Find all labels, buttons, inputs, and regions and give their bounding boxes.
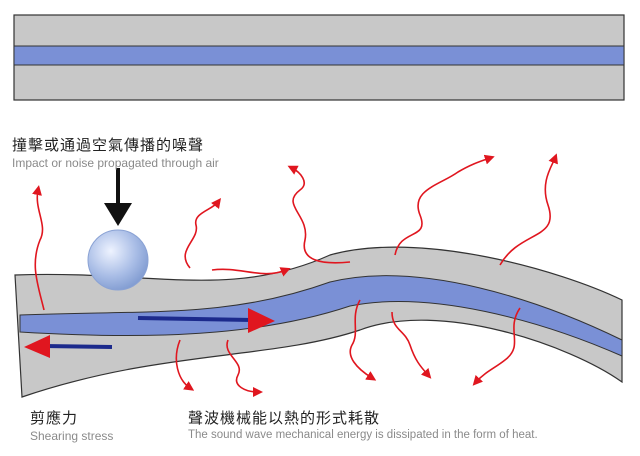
impact-label-en: Impact or noise propagated through air: [12, 156, 219, 170]
impact-source: [87, 168, 149, 291]
wavy-arrow-icon: [287, 165, 351, 264]
shear-label-zh: 剪應力: [30, 409, 79, 427]
shear-arrow-right: [137, 316, 253, 322]
shear-arrows: [24, 308, 275, 358]
wavy-arrow-icon: [472, 307, 521, 386]
impact-ball: [87, 229, 149, 291]
wavy-arrow-icon: [175, 339, 195, 391]
wavy-arrow-icon: [226, 339, 263, 397]
impact-label-zh: 撞擊或通過空氣傳播的噪聲: [12, 136, 205, 154]
arrow-down-icon: [104, 203, 132, 226]
wavy-arrow-icon: [349, 299, 377, 381]
shear-arrow-right-head: [248, 308, 275, 333]
heat-arrows: [32, 153, 558, 397]
shear-arrow-left: [43, 344, 113, 349]
wavy-arrow-icon: [32, 185, 45, 311]
dissipation-label-zh: 聲波機械能以熱的形式耗散: [188, 409, 381, 427]
wavy-arrow-icon: [394, 154, 495, 256]
wavy-arrow-icon: [184, 198, 222, 269]
flat-panel: [13, 14, 625, 101]
shear-label-en: Shearing stress: [30, 429, 114, 443]
wavy-arrow-icon: [391, 311, 432, 379]
shear-arrow-left-head: [24, 335, 50, 358]
wavy-arrow-icon: [499, 153, 558, 266]
wavy-arrow-icon: [211, 267, 291, 277]
bent-panel-core: [19, 275, 623, 357]
flat-panel-core: [13, 45, 625, 66]
dissipation-label-en: The sound wave mechanical energy is diss…: [188, 429, 538, 441]
bent-panel: [14, 246, 623, 398]
